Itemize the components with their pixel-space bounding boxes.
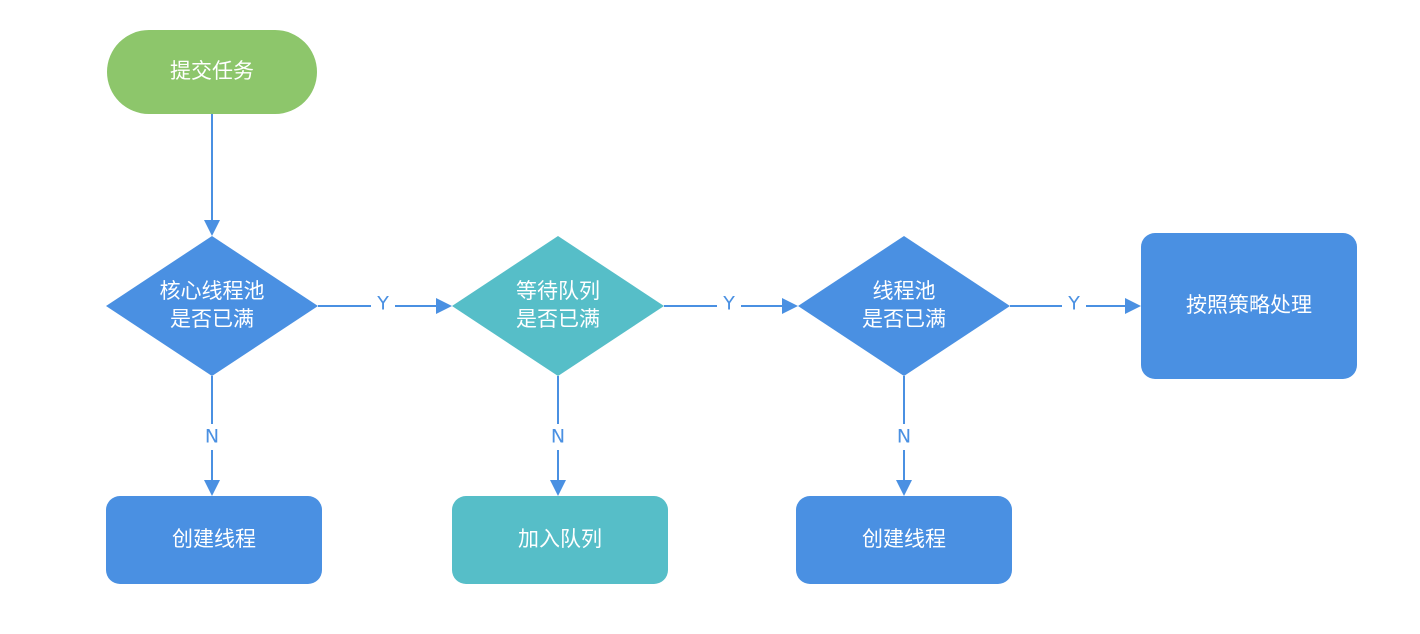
node-label: 创建线程 <box>172 527 256 551</box>
edge-label: Y <box>1067 293 1080 315</box>
start-terminal <box>107 30 317 114</box>
edge-label-background <box>546 424 570 450</box>
edge-pool-full-to-create-thread: N <box>892 376 916 496</box>
edge-label-background <box>717 291 741 317</box>
nodes-layer: 提交任务核心线程池是否已满等待队列是否已满线程池是否已满按照策略处理创建线程加入… <box>106 30 1357 584</box>
arrow-head <box>436 298 452 314</box>
decision-diamond <box>452 236 664 376</box>
node-label: 提交任务 <box>170 59 254 83</box>
arrow-head <box>1125 298 1141 314</box>
node-create-thread: 创建线程 <box>796 496 1012 584</box>
arrow-head <box>204 480 220 496</box>
node-label: 是否已满 <box>170 307 254 331</box>
node-label: 线程池 <box>873 279 936 303</box>
edge-label: N <box>897 426 911 448</box>
node-policy: 按照策略处理 <box>1141 233 1357 379</box>
edge-label: Y <box>376 293 389 315</box>
edge-label-background <box>1062 291 1086 317</box>
edge-queue-full-to-pool-full: Y <box>664 291 798 317</box>
arrow-head <box>782 298 798 314</box>
edge-label-background <box>371 291 395 317</box>
edges-layer: Y Y Y N N N <box>200 114 1141 496</box>
edge-label: Y <box>722 293 735 315</box>
node-label: 等待队列 <box>516 279 600 303</box>
node-label: 核心线程池 <box>160 279 265 303</box>
edge-label-background <box>892 424 916 450</box>
node-label: 创建线程 <box>862 527 946 551</box>
process-box <box>106 496 322 584</box>
node-label: 是否已满 <box>862 307 946 331</box>
edge-queue-full-to-enqueue: N <box>546 376 570 496</box>
edge-label: N <box>205 426 219 448</box>
node-submit-task: 提交任务 <box>107 30 317 114</box>
edge-core-full-to-queue-full: Y <box>318 291 452 317</box>
process-box <box>796 496 1012 584</box>
edge-label: N <box>551 426 565 448</box>
node-label: 是否已满 <box>516 307 600 331</box>
node-enqueue: 加入队列 <box>452 496 668 584</box>
decision-diamond <box>106 236 318 376</box>
process-box <box>1141 233 1357 379</box>
decision-diamond <box>798 236 1010 376</box>
edge-core-full-to-create-core: N <box>200 376 224 496</box>
arrow-head <box>550 480 566 496</box>
arrow-head <box>204 220 220 236</box>
node-create-core: 创建线程 <box>106 496 322 584</box>
edge-pool-full-to-policy: Y <box>1010 291 1141 317</box>
edge-label-background <box>200 424 224 450</box>
arrow-head <box>896 480 912 496</box>
node-label: 加入队列 <box>518 527 602 551</box>
node-label: 按照策略处理 <box>1186 293 1312 317</box>
process-box <box>452 496 668 584</box>
edge-submit-task-to-core-full <box>204 114 220 236</box>
